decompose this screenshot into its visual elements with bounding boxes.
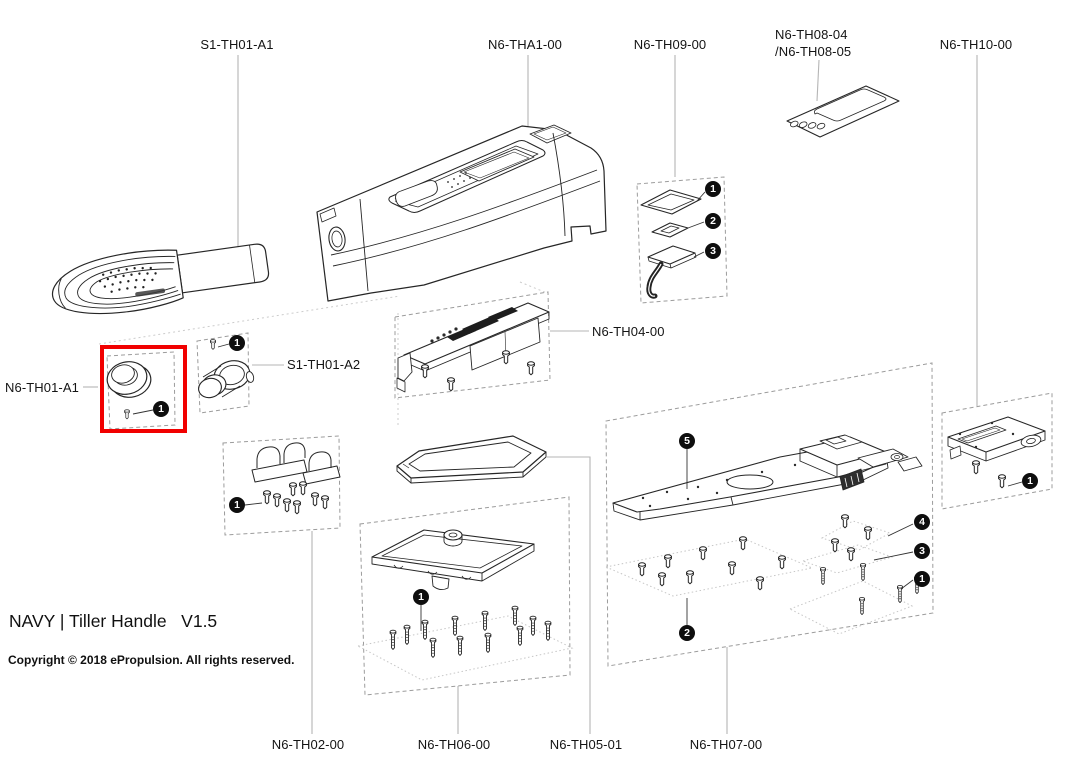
callout-badge-th07-5: 5 <box>679 433 695 449</box>
pcb-components <box>447 307 518 341</box>
callout-badge-th10-1: 1 <box>1022 473 1038 489</box>
screw-field-outlines <box>356 520 914 681</box>
part-label-n6-th07-00: N6-TH07-00 <box>689 737 763 752</box>
part-label-n6-th06-00: N6-TH06-00 <box>417 737 491 752</box>
part-label-s1-th01-a1: S1-TH01-A1 <box>200 37 274 52</box>
part-label-n6-th10-00: N6-TH10-00 <box>939 37 1013 52</box>
part-drawing-n6-th01-a1 <box>106 361 154 420</box>
part-drawing-n6-tha1-00 <box>316 124 607 302</box>
part-drawing-n6-th05-01 <box>396 435 547 484</box>
part-label-n6-th01-a1: N6-TH01-A1 <box>5 380 79 395</box>
part-label-n6-th04-00: N6-TH04-00 <box>592 324 665 339</box>
part-drawing-n6-th10-00 <box>947 416 1046 489</box>
callout-badge-th07-2: 2 <box>679 625 695 641</box>
callout-badge-th02-1: 1 <box>229 497 245 513</box>
part-drawing-n6-th09-00 <box>640 189 706 299</box>
part-label-n6-th09-00: N6-TH09-00 <box>633 37 707 52</box>
part-drawing-s1-th01-a2 <box>198 339 255 399</box>
part-drawing-n6-th08 <box>786 85 900 138</box>
copyright-text: Copyright © 2018 ePropulsion. All rights… <box>8 653 295 667</box>
highlight-box <box>100 345 187 433</box>
part-drawing-n6-th07-00 <box>612 434 923 625</box>
callout-badge-th07-1: 1 <box>914 571 930 587</box>
grip-logo-mark <box>135 288 166 297</box>
callout-badge-th09-1: 1 <box>705 181 721 197</box>
callout-badge-th07-4: 4 <box>914 514 930 530</box>
projection-lines <box>98 281 548 428</box>
part-label-n6-th08-05: /N6-TH08-05 <box>775 44 852 59</box>
part-label-n6-tha1-00: N6-THA1-00 <box>488 37 562 52</box>
callout-badge-th06-1: 1 <box>413 589 429 605</box>
console-keypad-dots <box>447 172 471 188</box>
part-drawing-n6-th06-00 <box>371 529 552 658</box>
pcb-connector-pins <box>430 327 458 343</box>
part-drawing-s1-th01-a1 <box>51 243 270 315</box>
part-label-n6-th05-01: N6-TH05-01 <box>549 737 623 752</box>
callout-badge-th09-2: 2 <box>705 213 721 229</box>
grip-texture-dots <box>98 266 157 293</box>
part-label-n6-th08-04: N6-TH08-04 <box>775 27 848 42</box>
label-leader-lines <box>83 55 978 734</box>
diagram-title: NAVY | Tiller Handle V1.5 <box>9 611 218 631</box>
callout-badge-s1a2-1: 1 <box>229 335 245 351</box>
callout-badge-th09-3: 3 <box>705 243 721 259</box>
plate-screw-holes <box>641 463 797 508</box>
part-label-s1-th01-a2: S1-TH01-A2 <box>287 357 361 372</box>
part-drawing-n6-th02-00 <box>244 442 341 515</box>
part-drawing-n6-th04-00 <box>396 302 550 393</box>
part-label-n6-th02-00: N6-TH02-00 <box>271 737 345 752</box>
callout-badge-th07-3: 3 <box>914 543 930 559</box>
callout-badge-th01a1-1: 1 <box>153 401 169 417</box>
